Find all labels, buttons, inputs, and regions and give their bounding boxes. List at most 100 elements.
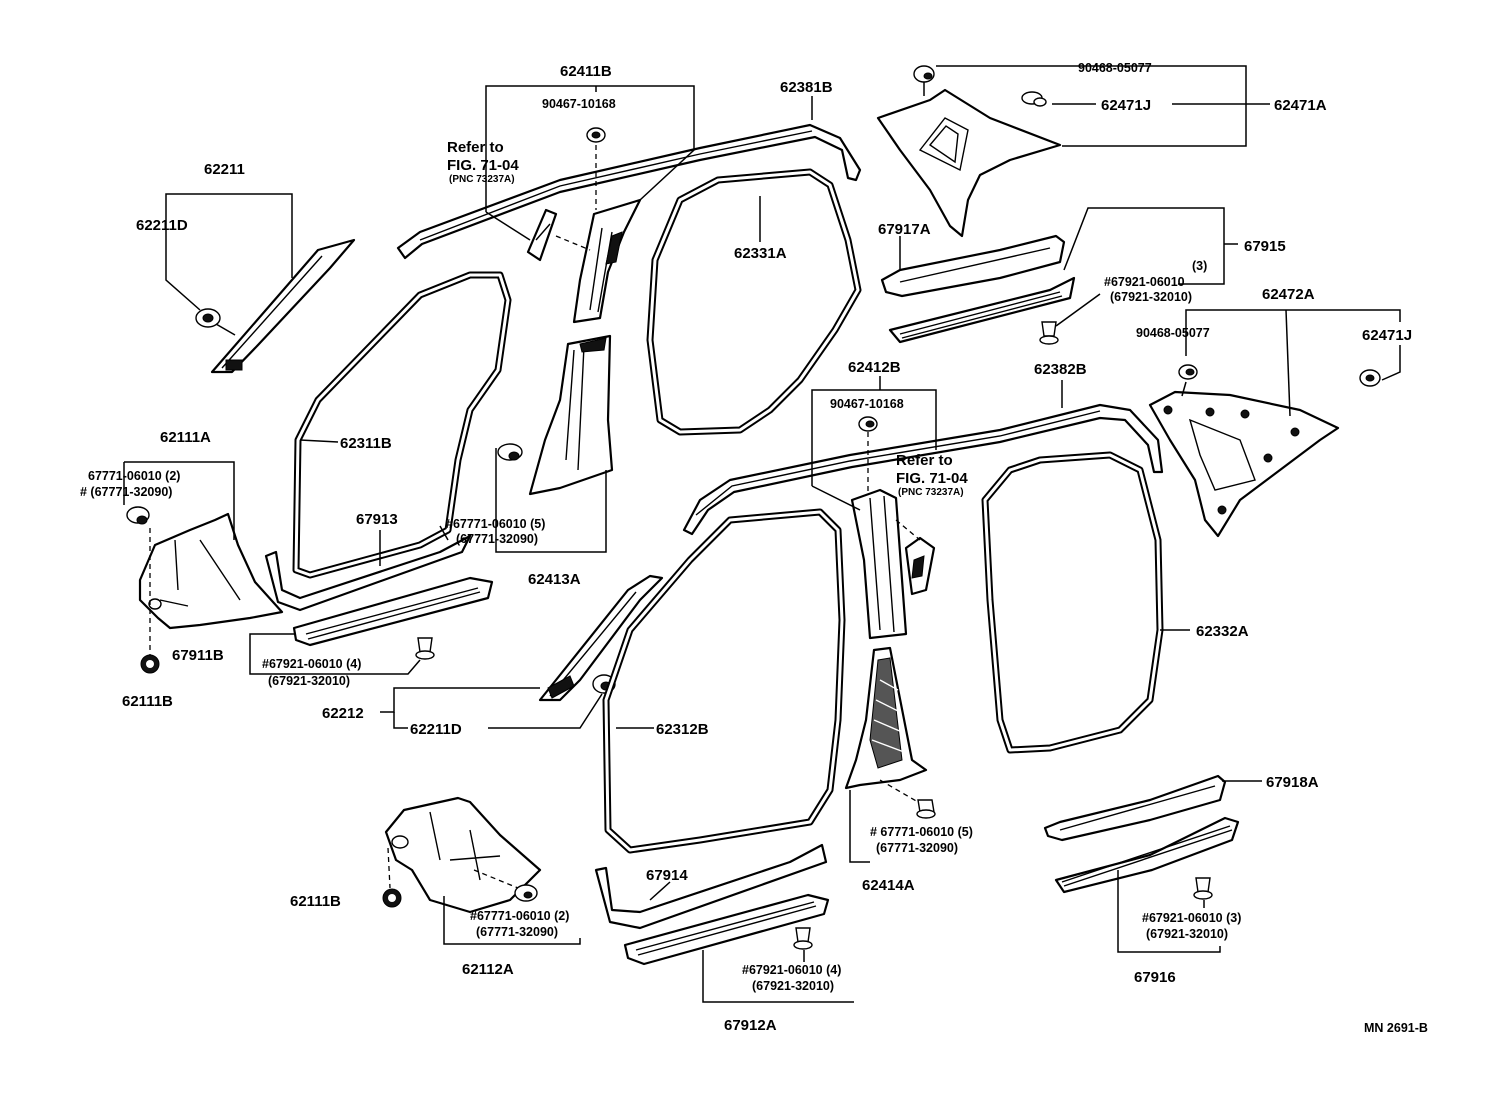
clip-67915	[1039, 321, 1059, 345]
label-62211: 62211	[204, 161, 245, 178]
label-67771-06010-d: #67771-06010 (2)	[470, 909, 569, 923]
label-67771-32090-a: # (67771-32090)	[80, 485, 172, 499]
label-67921-32010-upper: (67921-32010)	[1110, 290, 1192, 304]
label-62212: 62212	[322, 705, 364, 722]
label-62211D-upper: 62211D	[136, 217, 188, 234]
clip-67916	[1193, 877, 1213, 900]
clip-67912A	[793, 927, 813, 950]
clip-62413A	[497, 443, 523, 461]
pillar-garnish-62413A	[528, 334, 614, 496]
weatherstrip-62311B	[292, 271, 512, 579]
clip-90467-10168-upper	[586, 127, 606, 143]
kick-panel-62111A	[138, 512, 284, 630]
pillar-garnish-62211	[210, 238, 356, 374]
label-67771-06010-b: #67771-06010 (5)	[446, 517, 545, 531]
scuff-67918A	[1043, 774, 1227, 842]
label-90468-05077-upper: 90468-05077	[1078, 61, 1152, 75]
label-67912A: 67912A	[724, 1017, 777, 1034]
label-67916: 67916	[1134, 969, 1176, 986]
label-67915: 67915	[1244, 238, 1286, 255]
scuff-strip-67914	[594, 843, 828, 930]
roof-rail-62381B	[396, 123, 862, 260]
label-67771-32090-c: (67771-32090)	[876, 841, 958, 855]
label-67921-32010-b: (67921-32010)	[268, 674, 350, 688]
scuff-plate-67911B	[292, 576, 494, 647]
label-62471J-upper: 62471J	[1101, 97, 1151, 114]
label-62413A: 62413A	[528, 571, 581, 588]
label-refer-lower-2: FIG. 71-04	[896, 470, 968, 487]
label-90467-10168-upper: 90467-10168	[542, 97, 616, 111]
scuff-67916	[1054, 816, 1240, 894]
clip-62111B-rear	[382, 888, 402, 908]
label-62111B-front: 62111B	[122, 693, 173, 710]
label-62411B: 62411B	[560, 63, 612, 80]
label-67771-32090-d: (67771-32090)	[476, 925, 558, 939]
label-62471A: 62471A	[1274, 97, 1327, 114]
label-67914: 67914	[646, 867, 688, 884]
pillar-garnish-62212	[538, 574, 664, 702]
label-62111B-rear: 62111B	[290, 893, 341, 910]
scuff-67915	[888, 276, 1076, 344]
scuff-plate-67912A	[623, 893, 830, 966]
label-62112A: 62112A	[462, 961, 514, 978]
label-62311B: 62311B	[340, 435, 392, 452]
label-62332A: 62332A	[1196, 623, 1249, 640]
bracket-refer-lower	[904, 536, 936, 596]
weatherstrip-62312B	[602, 508, 846, 854]
label-67917A: 67917A	[878, 221, 931, 238]
leader-lines	[123, 65, 1401, 1003]
label-62111A: 62111A	[160, 429, 211, 446]
label-refer-lower-1: Refer to	[896, 452, 953, 469]
label-refer-lower-3: (PNC 73237A)	[898, 487, 964, 498]
clip-90468-05077-lower	[1178, 364, 1198, 380]
label-group: 62411B 90467-10168 62381B 90468-05077 62…	[80, 61, 1428, 1035]
pillar-garnish-62412B	[850, 488, 908, 640]
label-62412B: 62412B	[848, 359, 901, 376]
label-67921-06010-d: #67921-06010 (3)	[1142, 911, 1241, 925]
scuff-67917A	[880, 234, 1066, 298]
label-refer-upper-1: Refer to	[447, 139, 504, 156]
weatherstrip-62331A	[646, 168, 862, 436]
clip-62471J-lower	[1359, 369, 1381, 387]
clip-90467-10168-lower	[858, 416, 878, 432]
scuff-strip-67913	[264, 534, 472, 612]
label-refer-upper-2: FIG. 71-04	[447, 157, 519, 174]
label-67913: 67913	[356, 511, 398, 528]
label-62381B: 62381B	[780, 79, 833, 96]
drawing-code: MN 2691-B	[1364, 1021, 1428, 1035]
clip-62414A	[916, 799, 936, 819]
clip-62111A-upper	[126, 506, 150, 525]
label-67921-06010-b: #67921-06010 (4)	[262, 657, 361, 671]
quarter-garnish-62471A	[876, 88, 1062, 238]
clip-67911B	[415, 637, 435, 660]
label-62312B: 62312B	[656, 721, 709, 738]
label-62471J-lower: 62471J	[1362, 327, 1412, 344]
label-refer-upper-3: (PNC 73237A)	[449, 174, 515, 185]
label-67771-06010-c: # 67771-06010 (5)	[870, 825, 973, 839]
pillar-garnish-62414A	[844, 646, 928, 790]
label-67921-32010-c: (67921-32010)	[752, 979, 834, 993]
label-67921-32010-d: (67921-32010)	[1146, 927, 1228, 941]
label-qty-3: (3)	[1192, 259, 1207, 273]
label-62211D-lower: 62211D	[410, 721, 462, 738]
label-67921-06010-c: #67921-06010 (4)	[742, 963, 841, 977]
label-62382B: 62382B	[1034, 361, 1087, 378]
clip-62111B-front	[140, 654, 160, 674]
roof-rail-62382B	[682, 403, 1164, 536]
bracket-refer-upper	[526, 208, 558, 262]
clip-62112A	[514, 884, 538, 902]
label-90467-10168-lower: 90467-10168	[830, 397, 904, 411]
weatherstrip-62332A	[981, 451, 1164, 754]
label-67921-06010-upper: #67921-06010	[1104, 275, 1185, 289]
label-62414A: 62414A	[862, 877, 915, 894]
label-67771-32090-b: (67771-32090)	[456, 532, 538, 546]
label-67918A: 67918A	[1266, 774, 1319, 791]
clip-90468-05077-upper	[913, 65, 935, 83]
label-90468-05077-lower: 90468-05077	[1136, 326, 1210, 340]
clip-62211D-upper	[195, 308, 236, 336]
label-62472A: 62472A	[1262, 286, 1315, 303]
quarter-garnish-62472A	[1148, 390, 1340, 538]
label-62331A: 62331A	[734, 245, 787, 262]
label-67911B: 67911B	[172, 647, 224, 664]
